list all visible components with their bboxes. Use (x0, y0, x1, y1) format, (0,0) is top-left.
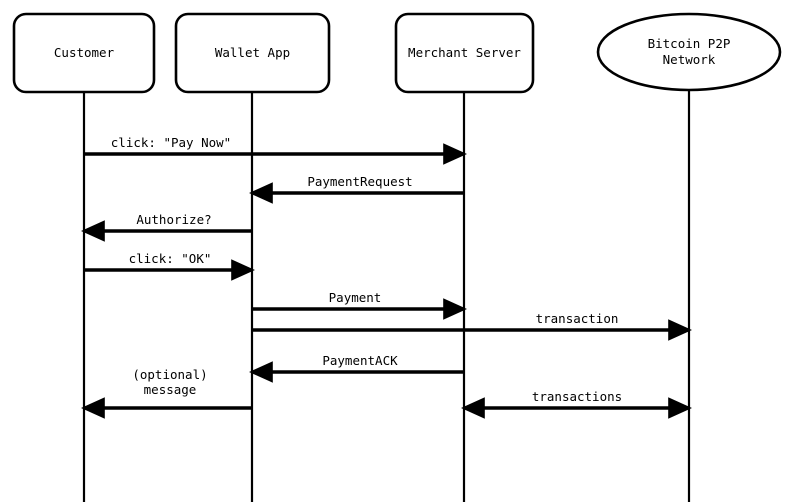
lifelines-layer (82, 90, 691, 502)
participant-merchant[interactable]: Merchant Server (394, 12, 535, 94)
participant-shape-box-wallet (174, 12, 331, 94)
participant-label-customer: Customer (54, 45, 115, 60)
participant-shape-box-merchant (394, 12, 535, 94)
message-label-m9: transactions (532, 389, 622, 404)
messages-layer (81, 143, 692, 419)
message-label-m3: Authorize? (136, 212, 211, 227)
message-labels-layer: click: "Pay Now" PaymentRequestAuthorize?… (111, 135, 622, 404)
message-label-m2: PaymentRequest (307, 174, 412, 189)
message-label-m1: click: "Pay Now" (111, 135, 231, 150)
participant-label-merchant: Merchant Server (408, 45, 521, 60)
message-label-m4: click: "OK" (129, 251, 212, 266)
message-label-m6: transaction (536, 311, 619, 326)
nodes-layer: Customer Wallet App Merchant Server Bitcoin… (12, 12, 782, 94)
message-label-m5: Payment (329, 290, 382, 305)
participant-customer[interactable]: Customer (12, 12, 156, 94)
message-label-m7: PaymentACK (322, 353, 398, 368)
participant-shape-box-customer (12, 12, 156, 94)
participant-wallet[interactable]: Wallet App (174, 12, 331, 94)
participant-label-wallet: Wallet App (215, 45, 290, 60)
participant-shape-ellipse-network (596, 12, 782, 92)
message-label-m8: (optional)message (132, 367, 207, 397)
